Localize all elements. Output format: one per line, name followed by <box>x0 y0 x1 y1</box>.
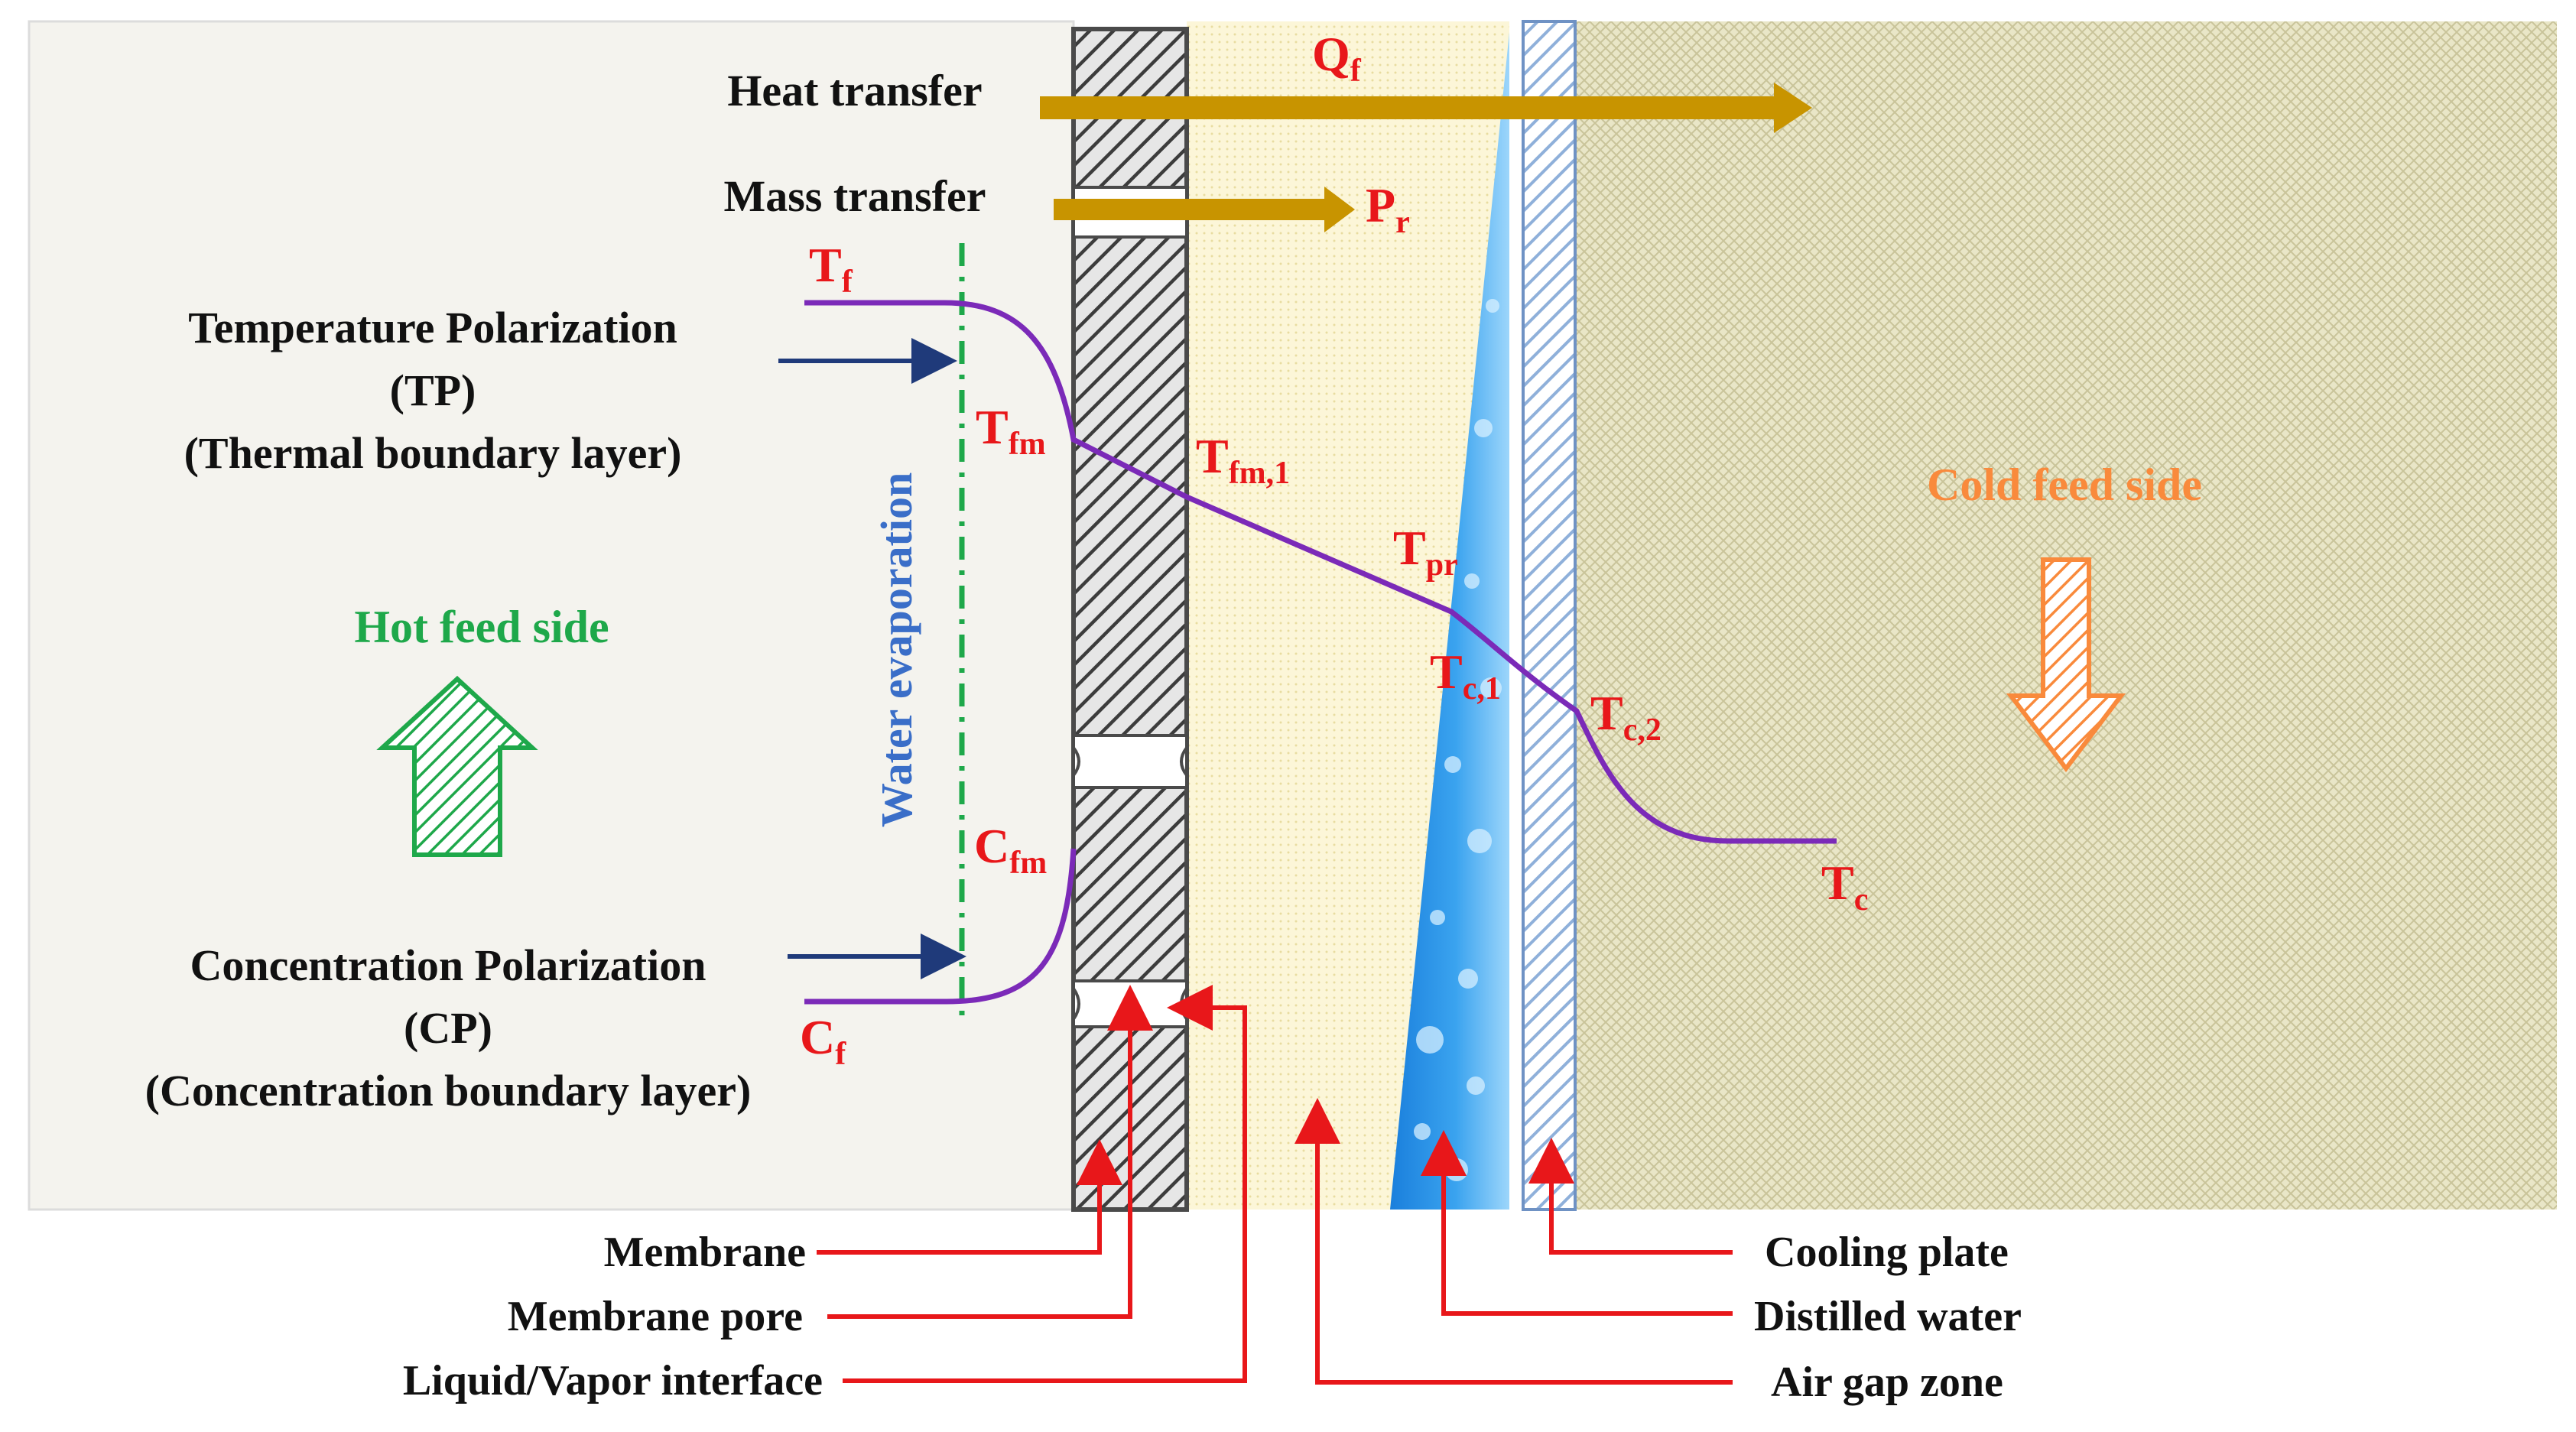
tc1-label: Tc,1 <box>1430 645 1501 706</box>
tf-label: Tf <box>809 238 853 300</box>
heat-transfer-arrow <box>1040 83 1812 133</box>
distilled-water-film <box>1390 32 1509 1210</box>
cold-feed-label: Cold feed side <box>1927 459 2202 510</box>
permeate-flux-label: Pr <box>1366 178 1410 240</box>
tc-label: Tc <box>1821 856 1868 917</box>
leader-cooling-plate <box>1528 1138 1733 1255</box>
air-gap-label: Air gap zone <box>1771 1359 2003 1406</box>
leader-membrane-pore <box>827 985 1153 1319</box>
concentration-profile-curve <box>804 848 1077 1005</box>
component-leaders <box>817 985 1733 1385</box>
cf-label: Cf <box>800 1010 846 1072</box>
cp-title: Concentration Polarization <box>190 940 707 990</box>
cooling-plate <box>1522 20 1577 1211</box>
hot-feed-zone <box>28 20 1075 1211</box>
leader-interface <box>843 985 1247 1383</box>
water-evaporation-label: Water evaporation <box>872 472 921 827</box>
cfm-label: Cfm <box>974 819 1047 881</box>
cp-subtitle: (Concentration boundary layer) <box>145 1066 752 1115</box>
tfm1-label: Tfm,1 <box>1196 429 1290 491</box>
membrane-pore-label: Membrane pore <box>508 1293 803 1340</box>
tfm-label: Tfm <box>976 400 1046 462</box>
tpr-label: Tpr <box>1393 521 1458 583</box>
tp-title: Temperature Polarization <box>188 303 677 352</box>
interface-label: Liquid/Vapor interface <box>403 1357 823 1404</box>
heat-flux-label: Qf <box>1312 27 1362 89</box>
tp-subtitle: (Thermal boundary layer) <box>184 428 682 478</box>
distilled-water-label: Distilled water <box>1754 1293 2022 1340</box>
cold-feed-down-arrow <box>2006 557 2126 772</box>
mass-transfer-label: Mass transfer <box>723 171 986 221</box>
leader-membrane <box>817 1139 1122 1255</box>
membrane-pore-middle <box>1072 734 1188 789</box>
tc2-label: Tc,2 <box>1590 686 1662 748</box>
tp-abbrev: (TP) <box>390 365 476 415</box>
temperature-profile-curve <box>804 300 1837 844</box>
leader-air-gap <box>1294 1098 1733 1385</box>
leader-distilled-water <box>1421 1130 1733 1316</box>
membrane-label: Membrane <box>604 1229 806 1276</box>
hot-feed-up-arrow <box>376 675 538 857</box>
cp-abbrev: (CP) <box>404 1003 492 1053</box>
hot-feed-label: Hot feed side <box>354 602 609 652</box>
mass-transfer-arrow <box>1054 187 1355 232</box>
cooling-plate-label: Cooling plate <box>1765 1229 2009 1276</box>
heat-transfer-label: Heat transfer <box>727 66 982 115</box>
